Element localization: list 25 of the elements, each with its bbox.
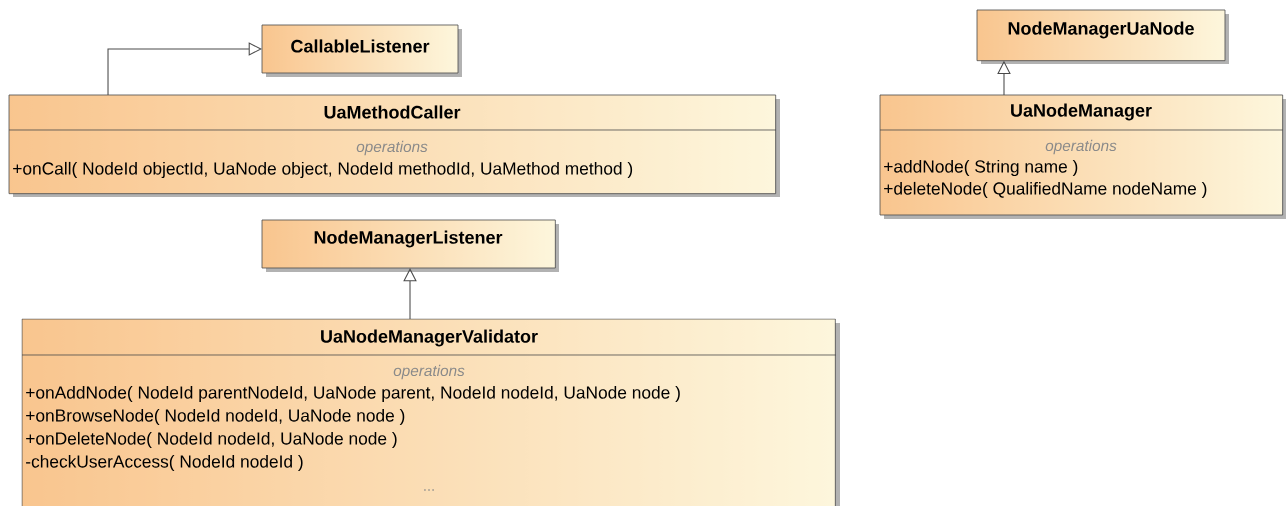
- operation-text: -checkUserAccess( NodeId nodeId ): [26, 454, 303, 472]
- class-name: NodeManagerListener: [314, 230, 503, 248]
- class-box: [261, 219, 559, 272]
- operation-text: +onBrowseNode( NodeId nodeId, UaNode node ): [26, 408, 405, 426]
- class-box: [976, 9, 1229, 64]
- class-name: NodeManagerUaNode: [1008, 21, 1194, 39]
- operation-text: +addNode( String name ): [884, 159, 1078, 177]
- compartment-label: operations: [393, 364, 465, 380]
- class-box: [261, 24, 462, 77]
- compartment-label: operations: [1045, 139, 1117, 155]
- generalization-arrow: [107, 42, 262, 96]
- operation-text: +deleteNode( QualifiedName nodeName ): [884, 181, 1207, 199]
- class-box: [8, 94, 780, 197]
- compartment-label: operations: [356, 140, 428, 156]
- class-box: [21, 318, 840, 506]
- class-name: UaNodeManager: [1011, 103, 1152, 121]
- operation-text: +onCall( NodeId objectId, UaNode object, NodeId methodId, UaMethod method ): [13, 161, 633, 179]
- operation-text: +onDeleteNode( NodeId nodeId, UaNode node ): [26, 431, 397, 449]
- operation-text: +onAddNode( NodeId parentNodeId, UaNode parent, NodeId nodeId, UaNode node ): [26, 385, 680, 403]
- class-name: UaNodeManagerValidator: [321, 329, 538, 347]
- generalization-arrow: [403, 268, 417, 320]
- ellipsis: ...: [424, 489, 434, 491]
- class-name: UaMethodCaller: [324, 105, 461, 119]
- class-box: [879, 94, 1286, 219]
- class-name: CallableListener: [291, 39, 430, 53]
